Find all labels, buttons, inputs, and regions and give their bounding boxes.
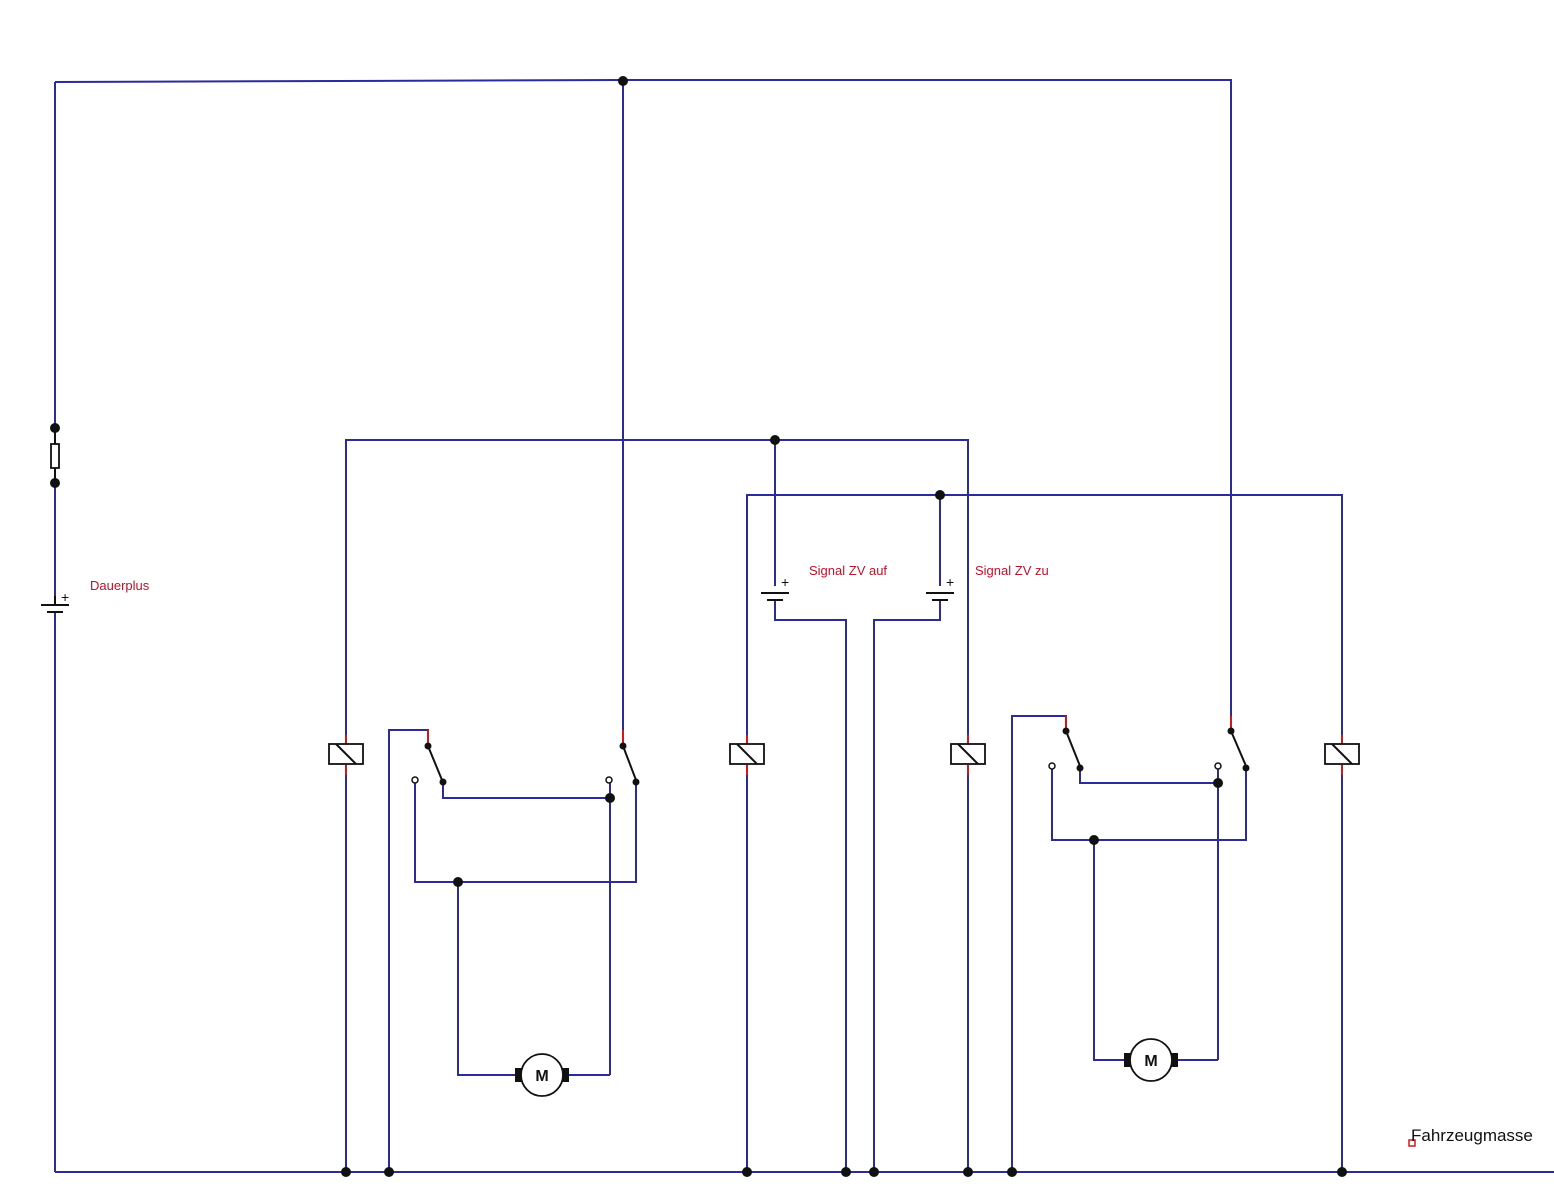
motor-right-symbol: M — [1144, 1053, 1157, 1070]
right-switch-nc-bridge — [1079, 768, 1218, 784]
junction-dots — [50, 76, 1347, 1177]
signal-auf-return — [774, 600, 847, 1172]
signal-zu-return — [873, 600, 941, 1172]
fuse — [50, 428, 60, 483]
switch-right-1 — [1048, 727, 1084, 772]
relay-coil-4 — [1324, 743, 1360, 765]
signal-zu-plus-symbol: + — [946, 574, 954, 590]
battery-plus-symbol: + — [61, 589, 69, 605]
switch-left-2 — [605, 742, 640, 786]
label-signal-zv-zu: Signal ZV zu — [975, 563, 1049, 578]
signal-auf-plus-symbol: + — [781, 574, 789, 590]
lead-stubs — [345, 716, 1343, 775]
right-no-bridge — [1051, 768, 1247, 841]
motor-left-symbol: M — [535, 1068, 548, 1085]
relay-coil-2 — [729, 743, 765, 765]
label-signal-zv-auf: Signal ZV auf — [809, 563, 887, 578]
ground-terminal-marker — [1408, 1139, 1416, 1147]
left-switch-nc-bridge — [442, 782, 610, 799]
right-switch1-ground — [1011, 715, 1067, 1172]
battery-signal-zu — [926, 592, 954, 601]
switch-right-2 — [1214, 727, 1250, 772]
switch-left-1 — [411, 742, 447, 786]
bus-zu-wire — [746, 494, 1343, 745]
motor-right — [1124, 1038, 1178, 1082]
left-switch1-ground — [388, 729, 429, 1172]
battery-signal-auf — [761, 592, 789, 601]
relay-coil-3 — [950, 743, 986, 765]
left-motor-wire-a — [457, 882, 516, 1076]
motor-left — [515, 1053, 569, 1097]
bus-auf-wire — [345, 439, 969, 745]
wiring — [54, 79, 1554, 1173]
top-rail-wire — [54, 79, 1232, 730]
battery-dauerplus — [41, 596, 69, 613]
label-dauerplus: Dauerplus — [90, 578, 150, 593]
left-no-bridge — [414, 782, 637, 883]
relay-coil-1 — [328, 743, 364, 765]
right-motor-wire-a — [1093, 840, 1126, 1061]
label-fahrzeugmasse: Fahrzeugmasse — [1411, 1126, 1533, 1145]
